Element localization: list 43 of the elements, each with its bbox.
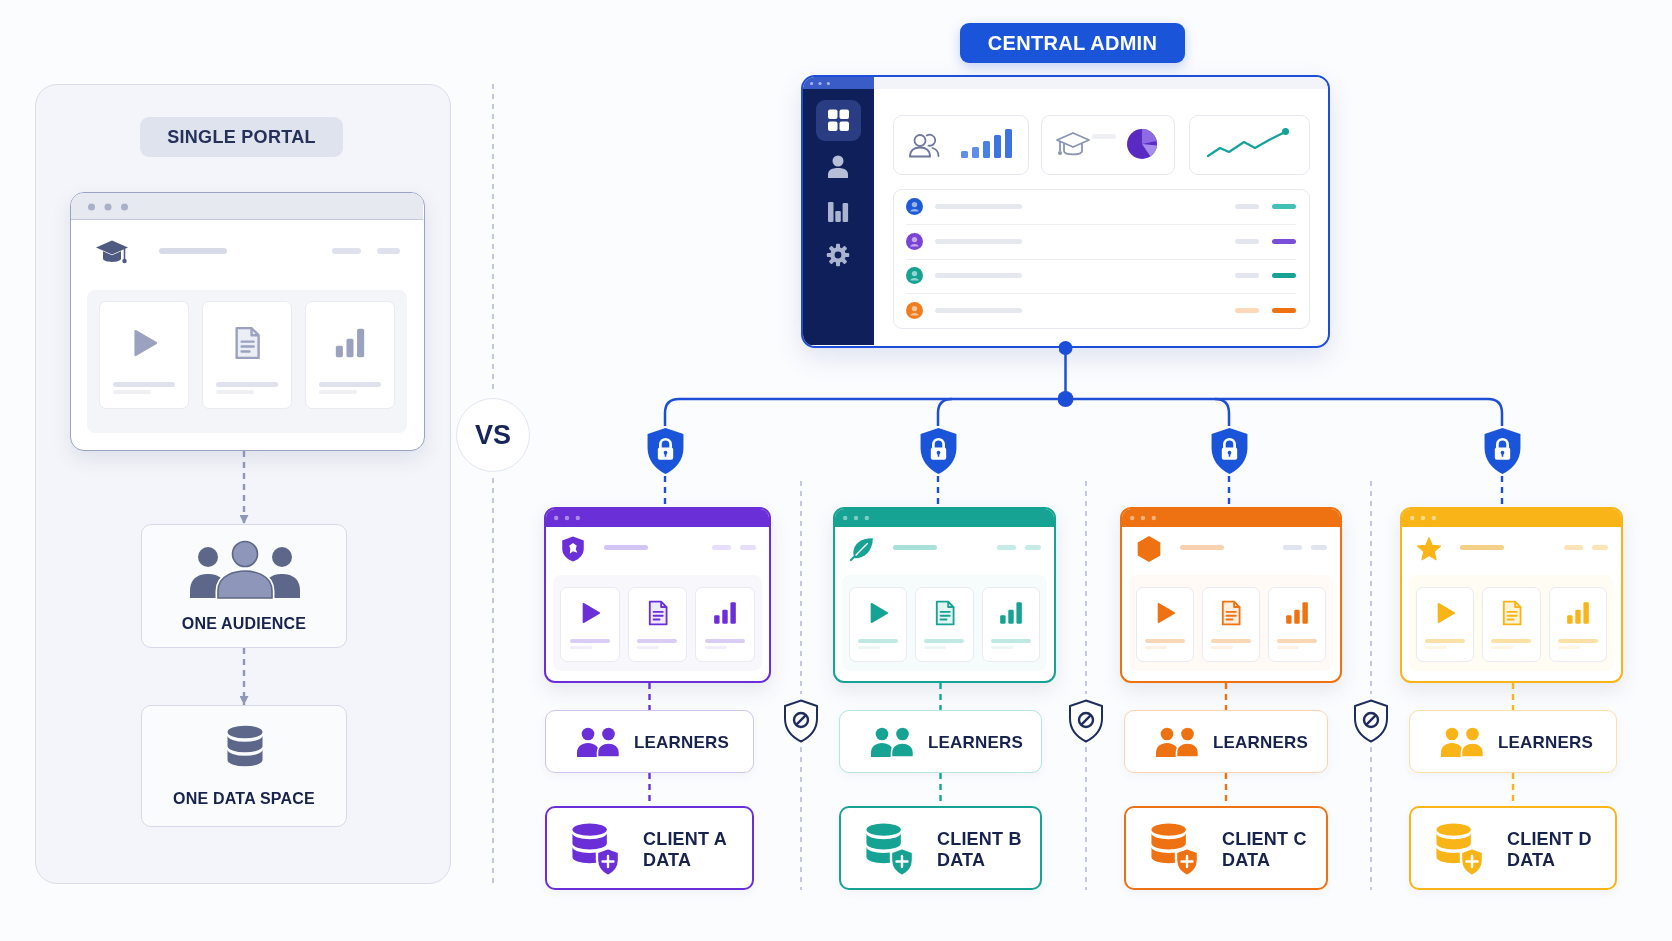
dashed-connector [1511, 683, 1515, 710]
info-card [141, 705, 347, 827]
dashed-connector [936, 476, 940, 507]
card-label: CLIENT C DATA [1222, 829, 1308, 871]
group-card [839, 710, 1042, 773]
comparison-panel [35, 84, 451, 884]
dashed-connector [1227, 476, 1231, 507]
data-card [1124, 806, 1328, 890]
data-card [545, 806, 754, 890]
dashed-connector [663, 476, 667, 507]
data-card [1409, 806, 1617, 890]
dashed-connector [239, 451, 249, 524]
card-label: ONE DATA SPACE [172, 789, 316, 808]
browser-window [70, 192, 425, 451]
card-label: CLIENT A DATA [643, 829, 728, 871]
card-label: ONE AUDIENCE [180, 614, 308, 633]
dashed-connector [1500, 476, 1504, 507]
connector-line [1057, 341, 1074, 407]
browser-window [833, 507, 1056, 683]
heading-tag: SINGLE PORTAL [140, 117, 343, 157]
dashed-connector [1224, 683, 1228, 710]
data-card [839, 806, 1042, 890]
card-label: CLIENT D DATA [1507, 829, 1593, 871]
group-card [545, 710, 754, 773]
browser-window [1400, 507, 1623, 683]
card-label: LEARNERS [1213, 733, 1309, 753]
card-label: LEARNERS [928, 733, 1024, 753]
dashed-connector [239, 648, 249, 705]
card-label: LEARNERS [634, 733, 730, 753]
dashboard-window [801, 75, 1330, 348]
vs-badge: VS [456, 398, 530, 472]
card-label: LEARNERS [1498, 733, 1594, 753]
connector-line [1215, 397, 1504, 426]
dashed-connector [648, 683, 651, 710]
browser-window [544, 507, 771, 683]
dashed-connector [939, 683, 942, 710]
connector-line [663, 397, 952, 426]
browser-window [1120, 507, 1342, 683]
card-label: CLIENT B DATA [937, 829, 1023, 871]
group-card [1124, 710, 1328, 773]
info-card [141, 524, 347, 648]
heading-tag: CENTRAL ADMIN [960, 23, 1185, 63]
group-card [1409, 710, 1617, 773]
